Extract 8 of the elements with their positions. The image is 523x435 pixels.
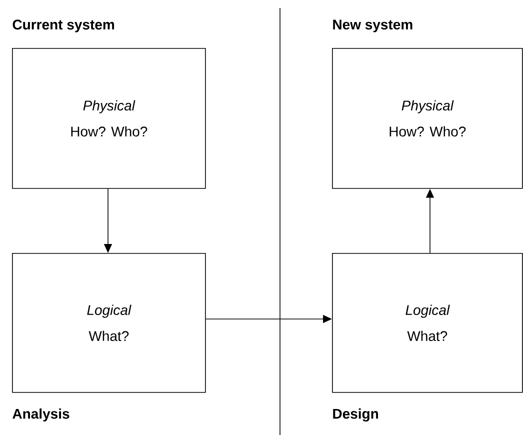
process-box: Logical What? <box>332 253 523 393</box>
heading: Current system <box>12 20 114 32</box>
heading: Design <box>333 408 378 422</box>
heading: Analysis <box>12 408 70 422</box>
heading: New system <box>333 20 412 32</box>
process-box: Logical What? <box>12 253 206 393</box>
process-box: Physical How? Who? <box>12 48 206 189</box>
process-box: Physical How? Who? <box>332 48 523 189</box>
